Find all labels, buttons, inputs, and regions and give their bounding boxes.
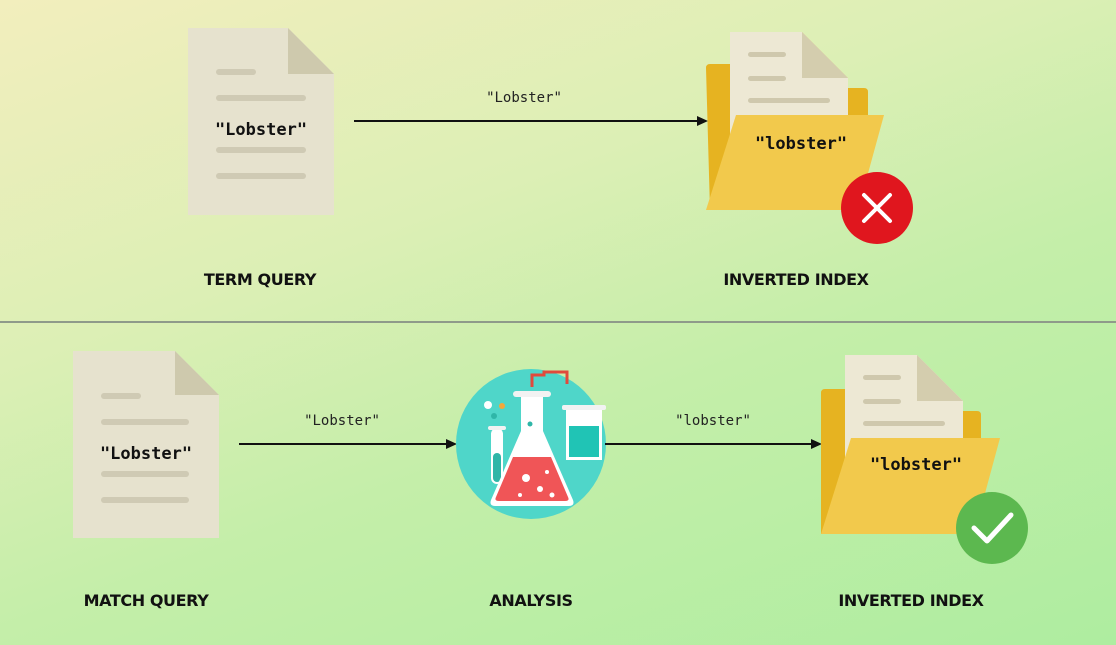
inverted-index-caption: INVERTED INDEX: [723, 270, 869, 289]
check-icon: [956, 492, 1028, 564]
term-query-caption: TERM QUERY: [203, 270, 317, 289]
document-icon: [73, 351, 219, 538]
arrow: [605, 439, 822, 449]
folder-icon: [706, 32, 884, 210]
analysis-caption: ANALYSIS: [489, 591, 573, 610]
lab-flasks-icon: [456, 369, 606, 519]
match-query-panel: "Lobster" "Lobster" "lobster" "lobster" …: [0, 325, 1116, 645]
inverted-index-caption: INVERTED INDEX: [838, 591, 984, 610]
document-icon: [188, 28, 334, 215]
arrow: [239, 439, 457, 449]
index-term: "lobster": [754, 134, 848, 154]
cross-icon: [841, 172, 913, 244]
arrow-label-original: "Lobster": [304, 413, 380, 429]
arrow-label-analyzed: "lobster": [675, 413, 751, 429]
match-query-caption: MATCH QUERY: [83, 591, 209, 610]
index-term: "lobster": [869, 455, 963, 475]
document-term: "Lobster": [214, 120, 308, 140]
document-term: "Lobster": [99, 444, 193, 464]
divider: [0, 321, 1116, 323]
term-query-panel: "Lobster" "Lobster" "lobster" TERM QUERY…: [188, 28, 913, 289]
term-query-graphics: [188, 28, 913, 244]
arrow: [354, 116, 708, 126]
folder-icon: [821, 355, 1000, 534]
match-query-graphics: [73, 351, 1028, 564]
arrow-label: "Lobster": [486, 90, 562, 106]
